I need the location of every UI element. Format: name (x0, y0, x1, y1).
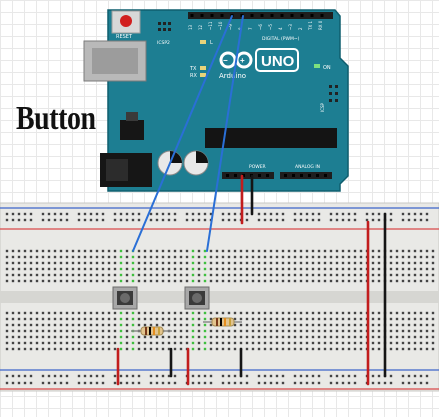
pushbutton-2-icon[interactable] (184, 286, 210, 310)
resistor-2-icon (203, 317, 242, 327)
digital-pin-label: ~5 (268, 24, 273, 30)
power-jack-icon (100, 153, 152, 187)
power-label: POWER (249, 164, 266, 170)
logo-minus: − (223, 56, 228, 65)
icsp-label: ICSP (320, 102, 325, 112)
wire-blue-2 (206, 15, 244, 252)
breadboard-holes (5, 212, 435, 385)
led-tx (200, 66, 206, 70)
digital-pin-label: ~3 (288, 24, 293, 30)
power-header (222, 172, 274, 179)
led-on-label: ON (323, 65, 331, 71)
led-tx-label: TX (189, 66, 197, 72)
center-channel (0, 291, 439, 303)
resistor-1-icon (131, 326, 172, 336)
analog-label: ANALOG IN (295, 164, 320, 170)
breadboard (0, 202, 439, 392)
digital-pin-label: 13 (188, 24, 193, 30)
icsp2-header (158, 22, 171, 31)
digital-pin-label: 7 (248, 27, 253, 30)
digital-pin-label: 4 (278, 27, 283, 30)
regulator-tab (126, 112, 138, 121)
led-l-label: L (210, 40, 213, 46)
digital-pin-label: ~11 (208, 21, 213, 30)
digital-pin-label: ~9 (228, 24, 233, 30)
digital-pin-label: 2 (298, 27, 303, 30)
pushbutton-1-icon[interactable] (112, 286, 138, 310)
regulator (120, 120, 144, 140)
digital-pin-label: RX 0 (318, 20, 323, 30)
led-rx (200, 73, 206, 77)
logo-plus: + (240, 56, 245, 65)
icsp-header (329, 85, 338, 102)
wire-blue-1 (132, 15, 233, 252)
usb-port-icon (83, 40, 147, 82)
icsp2-label: ICSP2 (157, 40, 170, 46)
reset-button-icon[interactable] (111, 10, 141, 34)
wires (116, 15, 387, 386)
atmega-chip (205, 128, 337, 148)
capacitor-2 (183, 150, 209, 176)
digital-pin-label: ~6 (258, 24, 263, 30)
digital-pin-label: TX 1 (308, 21, 313, 31)
diagram-caption: Button (16, 100, 96, 137)
model-badge (255, 48, 299, 72)
digital-pin-label: 12 (198, 24, 203, 30)
digital-pin-label: ~10 (218, 21, 223, 30)
brand-name: Arduino (219, 72, 246, 80)
digital-label: DIGITAL (PWM~) (262, 36, 300, 42)
led-l (200, 40, 206, 44)
led-rx-label: RX (190, 73, 197, 79)
reset-label: RESET (116, 34, 133, 40)
model-name: UNO (261, 53, 295, 70)
led-on (314, 64, 320, 68)
analog-header (280, 172, 332, 179)
